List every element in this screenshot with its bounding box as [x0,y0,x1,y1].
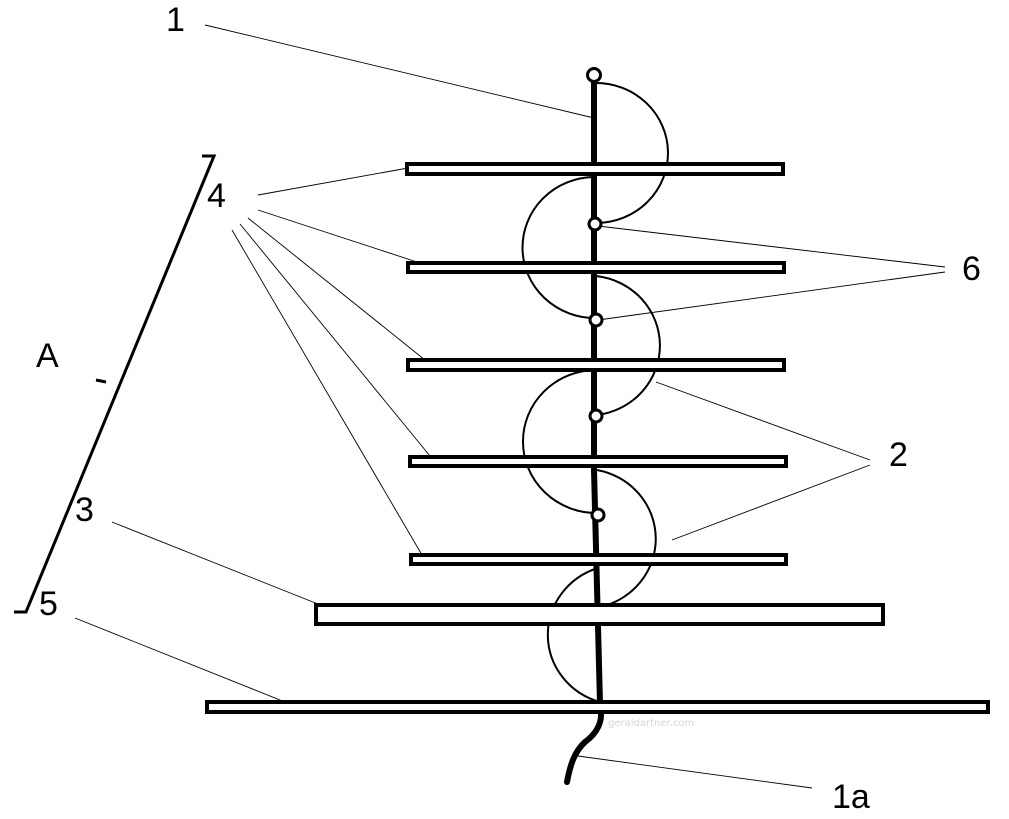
leader-4-a [257,167,409,196]
leader-6-a [597,225,946,268]
leader-4-c [247,217,426,361]
director-element-2 [406,261,786,274]
director-element-1 [405,162,785,176]
leader-2-b [671,464,871,541]
watermark: geraldartner.com [608,718,694,729]
leader-5 [74,617,301,709]
label-junctions: 6 [962,250,981,288]
top-node [586,67,602,83]
label-group: A [36,337,59,375]
leader-4-e [231,229,423,556]
label-mast: 1 [166,1,185,39]
director-element-5 [409,553,788,566]
loop-2 [521,176,597,320]
leader-6-b [597,271,946,321]
leader-lines [74,24,946,789]
loop-3 [595,275,661,416]
leader-4-d [239,223,431,457]
loop-4 [522,369,598,515]
junction-nodes [586,67,606,523]
junction-node-4 [590,507,606,523]
loop-1 [594,81,669,224]
junction-node-3 [588,408,604,424]
ground-element [205,700,990,714]
label-reflector: 3 [75,491,94,529]
loop-6 [546,567,601,703]
group-bracket [14,154,217,614]
junction-node-1 [587,216,603,232]
antenna-elements [205,162,990,714]
reflector-element [314,603,885,626]
label-cable: 1a [832,778,870,816]
leader-1 [204,24,595,119]
label-ground-element: 5 [39,585,58,623]
coax-cable [564,703,604,785]
leader-1a [577,755,813,789]
label-phasing-line: 2 [889,436,908,474]
leader-2-a [655,381,871,461]
leader-3 [111,521,339,613]
labels: 1 4 6 A 2 3 5 1a geraldartner.com [36,1,981,816]
director-element-3 [406,358,786,372]
leader-4-b [257,209,421,264]
phasing-loops [521,81,669,703]
director-element-4 [408,455,788,468]
loop-5 [596,469,657,608]
junction-node-2 [588,312,604,328]
label-directors: 4 [207,177,226,215]
